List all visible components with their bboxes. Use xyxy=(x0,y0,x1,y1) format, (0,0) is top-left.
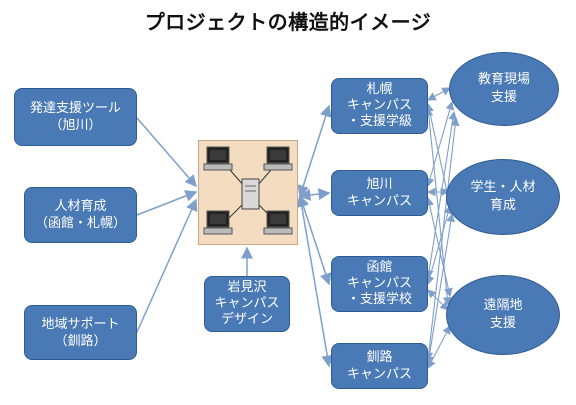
computer-icon-tr xyxy=(263,146,293,171)
arrow-jinzai-to-network xyxy=(136,190,198,216)
campus-support-mesh xyxy=(424,87,460,369)
arrow-network-sapporo xyxy=(297,104,332,198)
node-iwamizawa-campus-design: 岩見沢 キャンパス デザイン xyxy=(204,276,290,332)
node-asahikawa-campus: 旭川 キャンパス xyxy=(331,170,428,216)
node-jinzai-ikusei: 人材育成 （函館・札幌） xyxy=(24,187,137,243)
node-gakusei-jinzai-ikusei: 学生・人材 育成 xyxy=(446,159,560,235)
computer-icon-br xyxy=(263,210,293,235)
computer-icon-bl xyxy=(203,210,233,235)
arrow-hattatsu-to-network xyxy=(136,117,197,188)
arrow-network-asahikawa xyxy=(298,188,331,201)
node-sapporo-campus: 札幌 キャンパス ・支援学級 xyxy=(331,78,428,134)
network-diagram-image xyxy=(198,140,298,245)
node-kyoiku-genba-shien: 教育現場 支援 xyxy=(449,52,559,126)
network-illustration xyxy=(203,146,293,235)
node-hattatsu-tool: 発達支援ツール （旭川） xyxy=(14,88,137,146)
node-enkakuchi-shien: 遠隔地 支援 xyxy=(446,275,560,355)
arrow-chiiki-to-network xyxy=(136,198,198,333)
arrow-network-hakodate xyxy=(297,194,332,286)
server-icon xyxy=(241,178,260,210)
node-chiiki-support: 地域サポート （釧路） xyxy=(24,305,137,360)
computer-icon-tl xyxy=(203,146,233,171)
node-kushiro-campus: 釧路 キャンパス xyxy=(331,343,428,389)
diagram-title: プロジェクトの構造的イメージ xyxy=(144,10,432,34)
node-hakodate-campus: 函館 キャンパス ・支援学校 xyxy=(331,256,428,312)
arrow-network-kushiro xyxy=(295,194,334,368)
